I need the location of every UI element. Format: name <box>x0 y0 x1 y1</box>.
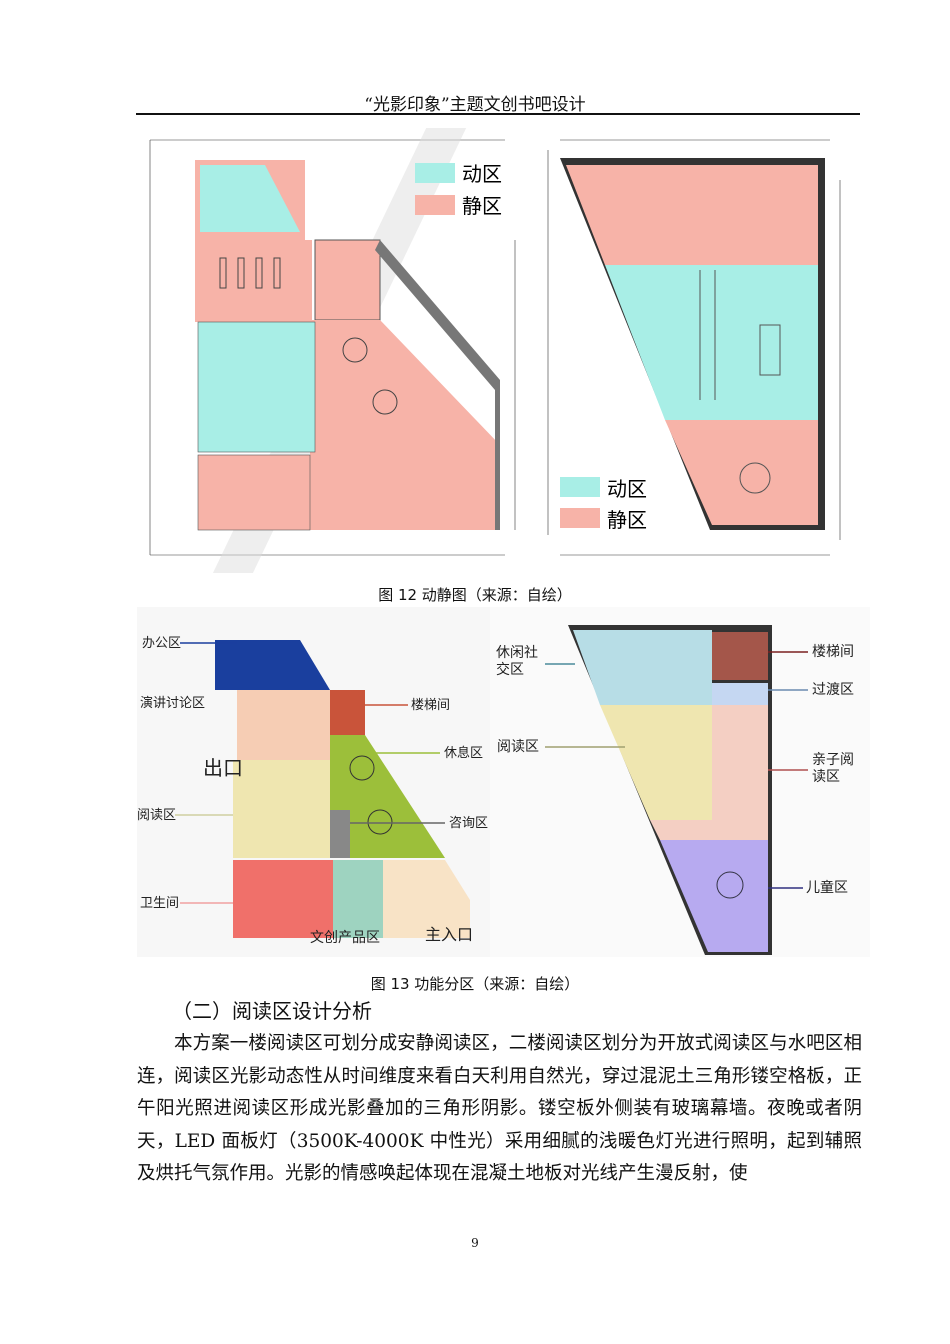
label-stairs-2f: 楼梯间 <box>812 644 854 660</box>
fig13-floor2-zoning <box>490 607 870 957</box>
legend-label-static: 静区 <box>607 508 647 532</box>
label-transition: 过渡区 <box>812 682 854 698</box>
label-entrance: 主入口 <box>425 925 474 944</box>
label-rest: 休息区 <box>444 746 484 761</box>
label-product: 文创产品区 <box>310 930 380 946</box>
legend-label-dynamic: 动区 <box>462 162 502 186</box>
label-lecture: 演讲讨论区 <box>140 696 206 711</box>
legend-label-static: 静区 <box>462 194 502 218</box>
static-zone-lecture <box>195 240 312 322</box>
label-reading: 阅读区 <box>137 808 177 823</box>
running-header: “光影印象”主题文创书吧设计 <box>364 95 586 115</box>
body-paragraph: 本方案一楼阅读区可划分成安静阅读区，二楼阅读区划分为开放式阅读区与水吧区相连，阅… <box>137 1033 862 1185</box>
label-children: 儿童区 <box>806 880 848 896</box>
fig12-floor1-plan: 动区 静区 <box>149 128 516 573</box>
legend-label-dynamic: 动区 <box>607 477 647 501</box>
dynamic-zone-office <box>200 165 300 232</box>
label-toilet: 卫生间 <box>140 896 180 911</box>
figure13-caption: 图 13 功能分区（来源：自绘） <box>370 975 580 993</box>
static-zone-main <box>310 320 500 530</box>
legend-swatch-dynamic <box>560 477 600 497</box>
label-stairs: 楼梯间 <box>411 698 451 713</box>
label-family-reading: 亲子阅读区 <box>812 752 854 785</box>
label-reading-2f: 阅读区 <box>497 739 539 755</box>
label-consult: 咨询区 <box>449 816 489 831</box>
legend-swatch-dynamic <box>415 163 455 183</box>
stairwell <box>314 239 381 321</box>
dynamic-zone-reading <box>197 321 316 453</box>
static-zone-top <box>566 165 818 265</box>
header-rule <box>136 113 860 115</box>
label-exit: 出口 <box>203 756 243 780</box>
label-social: 休闲社交区 <box>496 645 538 678</box>
section-heading: （二）阅读区设计分析 <box>172 999 372 1023</box>
static-zone-toilet <box>197 454 311 531</box>
dynamic-zone-middle <box>605 265 818 420</box>
page-number: 9 <box>471 1236 479 1250</box>
fig12-floor2-plan: 动区 静区 <box>547 139 841 556</box>
label-office: 办公区 <box>142 636 182 651</box>
legend-swatch-static <box>415 195 455 215</box>
figure12-caption: 图 12 动静图（来源：自绘） <box>378 586 572 604</box>
legend-swatch-static <box>560 508 600 528</box>
fig13-floor1-zoning <box>137 607 490 957</box>
